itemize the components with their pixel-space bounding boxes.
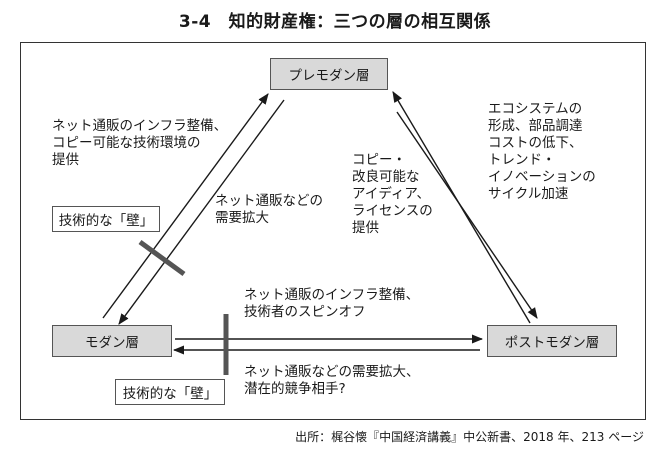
label-postmodern-to-modern: ネット通販などの需要拡大、 潜在的競争相手? xyxy=(244,364,420,397)
arrow-modern-to-premodern xyxy=(102,93,269,319)
label-modern-to-postmodern: ネット通販のインフラ整備、 技術者のスピンオフ xyxy=(244,287,420,320)
node-postmodern-label: ポストモダン層 xyxy=(504,335,600,351)
wall-bar-left xyxy=(138,239,186,277)
arrow-premodern-to-modern xyxy=(118,99,285,325)
wall-left: 技術的な「壁」 xyxy=(52,206,160,232)
label-postmodern-to-premodern: エコシステムの 形成、部品調達 コストの低下、 トレンド・ イノベーションの サ… xyxy=(488,101,596,202)
label-modern-to-premodern: ネット通販のインフラ整備、 コピー可能な技術環境の 提供 xyxy=(52,118,228,168)
diagram-frame xyxy=(20,42,646,420)
node-postmodern: ポストモダン層 xyxy=(487,325,617,357)
figure-title: 3-4 知的財産権：三つの層の相互関係 xyxy=(178,12,492,32)
node-premodern-label: プレモダン層 xyxy=(288,68,370,84)
wall-bottom-label: 技術的な「壁」 xyxy=(122,386,218,402)
label-premodern-to-postmodern: コピー・ 改良可能な アイディア、 ライセンスの 提供 xyxy=(352,152,433,236)
node-modern: モダン層 xyxy=(52,325,172,357)
arrow-premodern-to-postmodern xyxy=(396,111,538,319)
wall-bottom: 技術的な「壁」 xyxy=(115,379,225,405)
node-modern-label: モダン層 xyxy=(85,335,139,351)
wall-left-label: 技術的な「壁」 xyxy=(58,213,154,229)
node-premodern: プレモダン層 xyxy=(270,58,388,90)
label-premodern-to-modern: ネット通販などの 需要拡大 xyxy=(215,193,323,226)
source-citation: 出所：梶谷懐『中国経済講義』中公新書、2018 年、213 ページ xyxy=(295,430,644,444)
